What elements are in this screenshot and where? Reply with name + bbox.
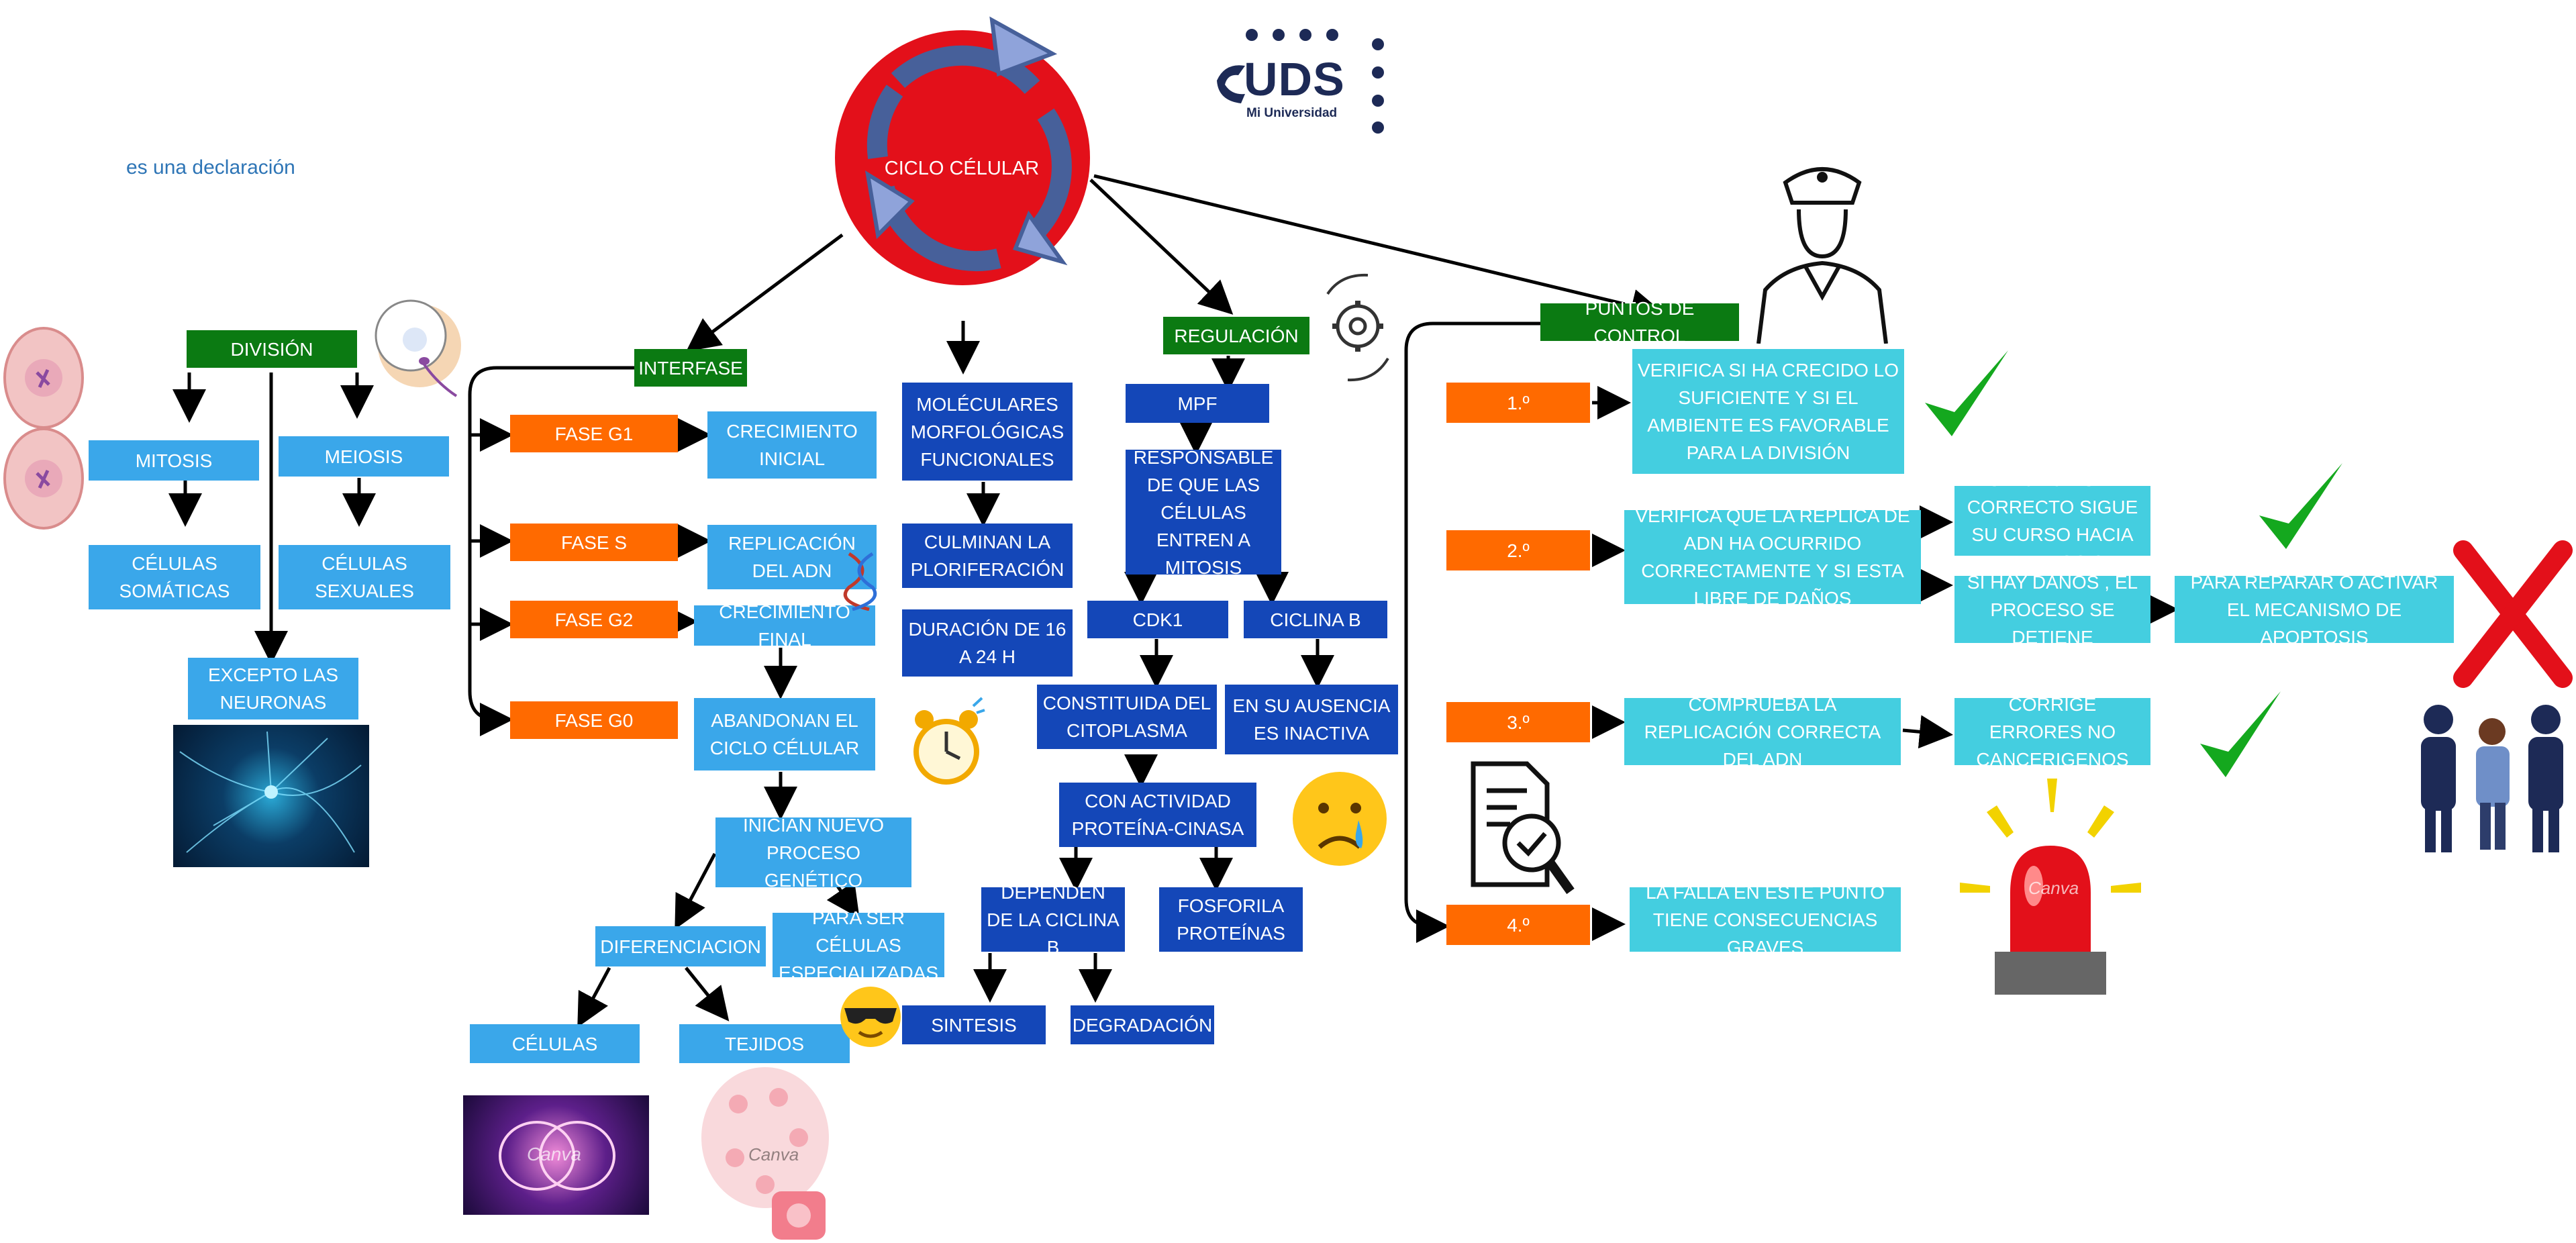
degradation-box: DEGRADACIÓN xyxy=(1071,1005,1214,1044)
uds-logo: UDS Mi Universidad xyxy=(1211,26,1406,143)
neurons-image xyxy=(173,725,369,867)
division-header: DIVISIÓN xyxy=(187,330,357,368)
note-text: es una declaración xyxy=(126,156,295,179)
dna-replication-box: REPLICACIÓN DEL ADN xyxy=(707,525,877,589)
cyclin-b-box: CICLINA B xyxy=(1244,601,1387,638)
cell-cycle-label: CICLO CÉLULAR xyxy=(884,158,1040,179)
tissue-icon xyxy=(701,1067,829,1240)
cdk1-box: CDK1 xyxy=(1087,601,1228,638)
phase-g1-box: FASE G1 xyxy=(510,415,678,452)
checkpoint-3-number: 3.º xyxy=(1446,702,1590,742)
cells-box: CÉLULAS xyxy=(470,1024,640,1063)
logo-text: UDS xyxy=(1244,53,1345,105)
alarm-clock-icon xyxy=(913,697,985,785)
document-search-icon xyxy=(1471,761,1575,895)
gear-image xyxy=(1314,267,1401,388)
sad-face-icon xyxy=(1293,772,1387,866)
checkpoint-2-desc: VERIFICA QUE LA REPLICA DE ADN HA OCURRI… xyxy=(1624,505,1921,609)
cytoplasm-box: CONSTITUIDA DEL CITOPLASMA xyxy=(1037,685,1217,749)
mitosis-cell-image xyxy=(3,326,84,530)
cells-watermark: Canva xyxy=(527,1144,581,1164)
responsible-mitosis-box: RESPONSABLE DE QUE LAS CÉLULAS ENTREN A … xyxy=(1126,447,1281,578)
phase-g0-box: FASE G0 xyxy=(510,701,678,739)
somatic-cells-box: CÉLULAS SOMÁTICAS xyxy=(89,545,260,609)
checkpoint-1-number: 1.º xyxy=(1446,383,1590,423)
arrest-icon xyxy=(2421,705,2563,852)
egg-sperm-icon xyxy=(375,299,461,397)
dividing-cells-icon xyxy=(499,1121,615,1191)
checkpoint-3-fix: CORRIGE ERRORES NO CANCERIGENOS xyxy=(1954,694,2150,770)
police-arrest-image xyxy=(2406,671,2576,866)
neuron-icon xyxy=(179,731,362,853)
siren-image: Canva xyxy=(1960,779,2141,995)
checkpoint-1-desc: VERIFICA SI HA CRECIDO LO SUFICIENTE Y S… xyxy=(1632,349,1904,474)
gear-icon xyxy=(1326,273,1389,382)
siren-watermark: Canva xyxy=(2028,878,2079,898)
checkpoints-header: PUNTOS DE CONTROL xyxy=(1540,298,1739,346)
interfase-header: INTERFASE xyxy=(634,349,747,387)
alarm-siren-icon xyxy=(1960,779,2141,995)
uds-logo-icon xyxy=(1217,29,1384,134)
final-growth-box: CRECIMIENTO FINAL xyxy=(694,601,875,650)
culminate-proliferation-box: CULMINAN LA PLORIFERACIÓN xyxy=(902,524,1073,588)
tissue-image: Canva xyxy=(698,1064,832,1240)
red-x-image xyxy=(2450,537,2576,691)
sad-face-image xyxy=(1291,760,1389,881)
duration-box: DURACIÓN DE 16 A 24 H xyxy=(902,609,1073,677)
dna-icon xyxy=(843,552,877,611)
tissue-watermark: Canva xyxy=(748,1144,799,1164)
police-officer-icon xyxy=(1756,167,1888,344)
cross-icon xyxy=(2453,540,2573,688)
meiosis-cell-image xyxy=(362,289,463,406)
leave-cycle-box: ABANDONAN EL CICLO CÉLULAR xyxy=(694,698,875,770)
check-icon xyxy=(1925,350,2008,436)
dividing-cell-icon xyxy=(3,327,84,530)
new-genetic-process-box: INICIAN NUEVO PROCESO GENÉTICO xyxy=(715,815,911,891)
document-inspection-image xyxy=(1463,757,1577,905)
tissues-box: TEJIDOS xyxy=(679,1024,850,1063)
phase-s-box: FASE S xyxy=(510,524,678,561)
phase-g2-box: FASE G2 xyxy=(510,601,678,638)
alarm-clock-image xyxy=(909,693,987,793)
checkpoint-2-number: 2.º xyxy=(1446,530,1590,570)
cycle-arrows-icon xyxy=(835,16,1090,285)
check-mark-2 xyxy=(2254,456,2348,557)
depend-cyclin-box: DEPENDEN DE LA CICLINA B xyxy=(981,882,1125,958)
mitosis-box: MITOSIS xyxy=(89,440,259,481)
except-neurons-box: EXCEPTO LAS NEURONAS xyxy=(188,658,358,719)
synthesis-box: SINTESIS xyxy=(902,1005,1046,1044)
phosphorylate-box: FOSFORILA PROTEÍNAS xyxy=(1159,887,1303,952)
cells-image: Canva xyxy=(463,1095,649,1215)
dna-image xyxy=(842,550,883,611)
cell-cycle-circle: CICLO CÉLULAR xyxy=(831,13,1093,285)
logo-subtitle: Mi Universidad xyxy=(1246,106,1338,120)
check-mark-1 xyxy=(1920,342,2014,446)
inactive-absence-box: EN SU AUSENCIA ES INACTIVA xyxy=(1225,685,1398,754)
check-icon xyxy=(2200,691,2281,777)
molecular-changes-box: MOLÉCULARES MORFOLÓGICAS FUNCIONALES xyxy=(902,383,1073,481)
checkpoint-4-desc: LA FALLA EN ESTE PUNTO TIENE CONSECUENCI… xyxy=(1630,882,1901,958)
specialized-cells-box: PARA SER CÉLULAS ESPECIALIZADAS xyxy=(773,907,944,983)
initial-growth-box: CRECIMIENTO INICIAL xyxy=(707,411,877,479)
sunglasses-face-icon xyxy=(840,987,901,1047)
mpf-box: MPF xyxy=(1126,384,1269,423)
meiosis-box: MEIOSIS xyxy=(279,436,449,477)
regulation-header: REGULACIÓN xyxy=(1163,317,1309,354)
checkpoint-3-desc: COMPRUEBA LA REPLICACIÓN CORRECTA DEL AD… xyxy=(1624,694,1901,770)
differentiation-box: DIFERENCIACION xyxy=(595,926,766,966)
kinase-activity-box: CON ACTIVIDAD PROTEÍNA-CINASA xyxy=(1059,783,1256,847)
checkpoint-2-damage: SI HAY DAÑOS , EL PROCESO SE DETIENE xyxy=(1954,572,2150,648)
sexual-cells-box: CÉLULAS SEXUALES xyxy=(279,545,450,609)
checkpoint-2-repair: PARA REPARAR O ACTIVAR EL MECANISMO DE A… xyxy=(2175,572,2454,648)
check-mark-3 xyxy=(2195,685,2285,785)
checkpoint-2-ok: SI TODO ESTA CORRECTO SIGUE SU CURSO HAC… xyxy=(1954,469,2150,573)
checkpoint-4-number: 4.º xyxy=(1446,905,1590,945)
police-officer-image xyxy=(1745,156,1899,344)
check-icon xyxy=(2259,463,2342,549)
cool-face-image xyxy=(839,980,902,1050)
